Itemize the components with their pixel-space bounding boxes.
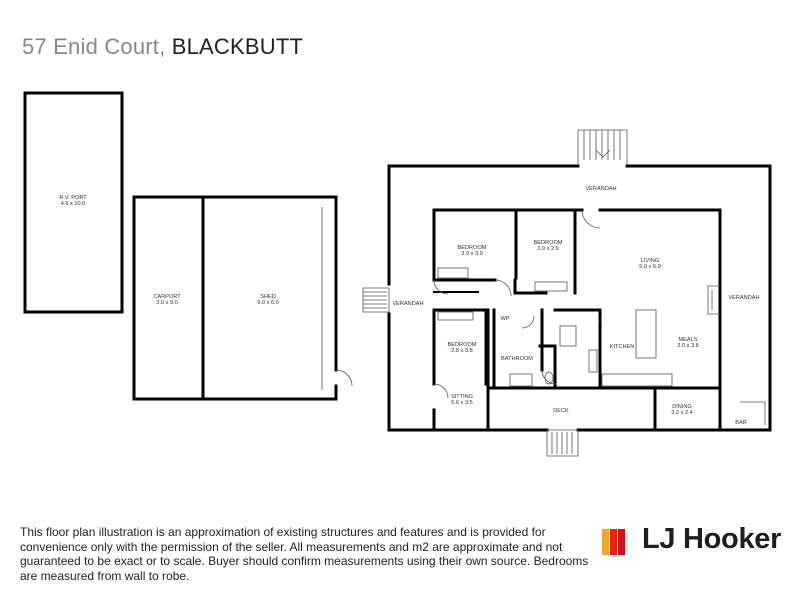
sitting-size: 5.6 x 3.5 (451, 400, 472, 406)
property-address: 57 Enid Court, BLACKBUTT (22, 34, 303, 60)
stairs-top (577, 129, 628, 166)
bedroom2-label: BEDROOM (534, 240, 563, 246)
shed-outline (201, 195, 338, 401)
shed-label: SHED (260, 294, 276, 300)
kitchen-bench (601, 373, 673, 387)
deck-wall (486, 308, 722, 432)
logo-brand-text: LJ Hooker (642, 523, 782, 555)
bedroom2-size: 3.9 x 2.9 (537, 246, 558, 252)
shed-size: 9.0 x 6.0 (257, 300, 278, 306)
disclaimer-text: This floor plan illustration is an appro… (20, 525, 589, 583)
bedroom1-wall (432, 208, 548, 295)
dining-size: 3.2 x 2.4 (671, 410, 692, 416)
meals-label: MEALS (679, 337, 698, 343)
bedroom2-wall (514, 208, 577, 295)
bar-label: BAR (735, 420, 747, 426)
rv-port-outline (23, 91, 124, 314)
toilet (544, 371, 554, 385)
logo-bar-red (610, 529, 617, 555)
logo-bars-icon (602, 529, 632, 555)
house-outline (387, 164, 772, 432)
pantry-label: P (598, 319, 602, 325)
fireplace (707, 285, 720, 315)
door-swing-wp (521, 315, 535, 329)
verandah-right-label: VERANDAH (728, 295, 759, 301)
bedroom3-size: 2.8 x 3.8 (451, 348, 472, 354)
inner-wall-top (432, 208, 722, 394)
robe-bed2 (534, 281, 568, 292)
door-swing-bed1 (433, 279, 449, 295)
address-street: 57 Enid Court, (22, 34, 166, 59)
stairs-left (362, 287, 390, 313)
logo-bar-yellow (602, 529, 609, 555)
living-size: 5.0 x 6.9 (639, 264, 660, 270)
door-swing-living (581, 209, 601, 229)
bath-vanity (509, 373, 533, 387)
bathroom-label: BATHROOM (501, 356, 533, 362)
stairs-top-arrow (595, 149, 611, 158)
door-swing-bed2 (494, 279, 512, 297)
carport-label: CARPORT (153, 294, 181, 300)
sitting-label: SITTING (451, 394, 473, 400)
lj-hooker-logo: LJ Hooker (602, 523, 792, 561)
fridge (559, 325, 577, 347)
living-label: LIVING (641, 258, 659, 264)
rv-port-size: 4.6 x 10.0 (61, 201, 86, 207)
rv-port-label: R.V. PORT (59, 195, 87, 201)
door-swing-bed3 (433, 383, 449, 399)
bedroom1-label: BEDROOM (458, 245, 487, 251)
bedroom3-label: BEDROOM (448, 342, 477, 348)
verandah-left-label: VERANDAH (392, 301, 423, 307)
kitchen-label: KITCHEN (610, 344, 635, 350)
bedroom1-size: 3.9 x 3.9 (461, 251, 482, 257)
bedroom3-wall (432, 308, 488, 386)
kitchen-island (635, 309, 657, 359)
robe-bed1 (437, 267, 469, 279)
kitchen-stove (588, 349, 598, 373)
address-suburb: BLACKBUTT (171, 34, 304, 59)
door-swing-bath (541, 369, 557, 385)
carport-size: 3.0 x 9.0 (156, 300, 177, 306)
bar-counter (740, 401, 766, 425)
stairs-bottom (546, 429, 579, 457)
deck-label: DECK (553, 408, 569, 414)
wp-label: WP (500, 316, 509, 322)
verandah-top-label: VERANDAH (585, 186, 616, 192)
logo-bar-darkred (618, 529, 625, 555)
shed-door-swing (335, 369, 353, 387)
meals-size: 3.0 x 3.8 (677, 343, 698, 349)
robe-bed3 (437, 311, 474, 321)
dining-label: DINING (672, 404, 692, 410)
kitchen-wall (538, 308, 602, 390)
